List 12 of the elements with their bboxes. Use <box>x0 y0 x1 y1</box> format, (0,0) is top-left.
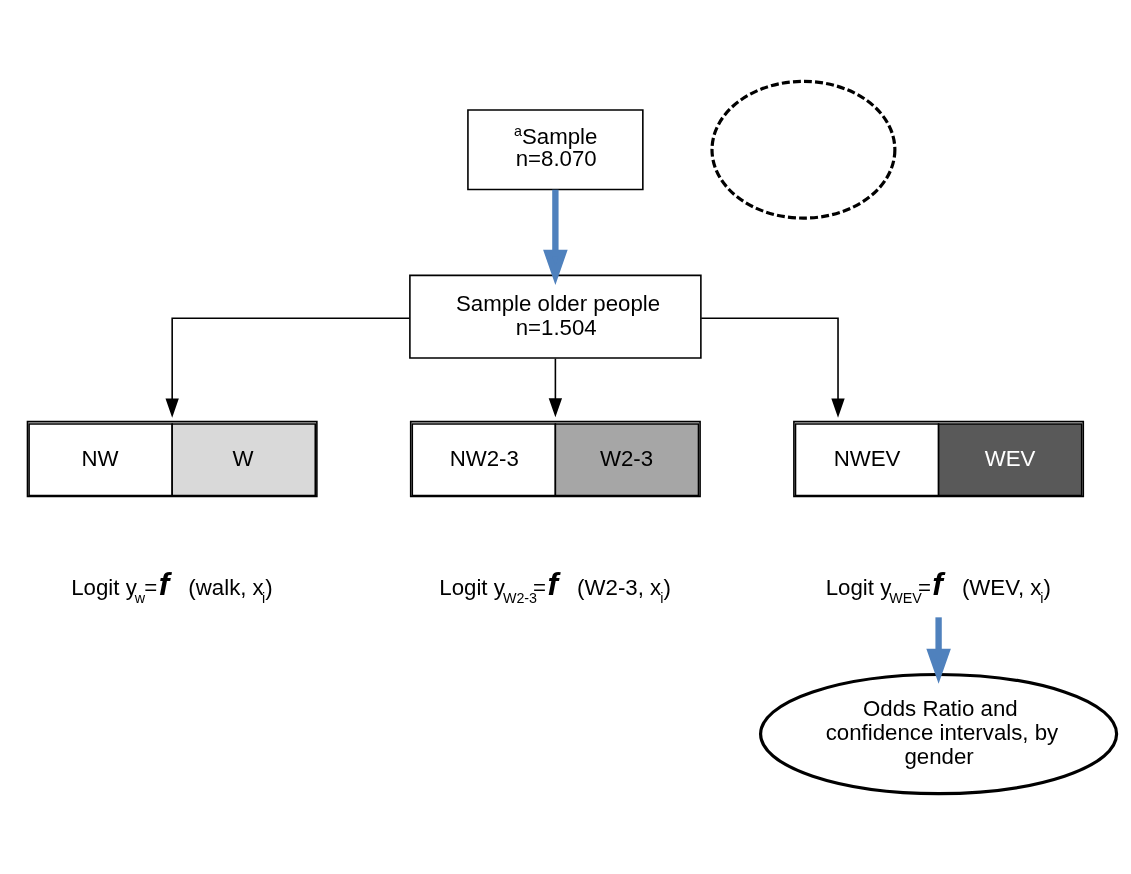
arrow <box>700 316 845 418</box>
arrow <box>548 357 563 417</box>
node-circle <box>710 79 897 220</box>
node-text: Logit y$_{w}$=f (walk, x$_{i}$) <box>71 565 273 606</box>
arrow <box>926 616 951 684</box>
arrow <box>165 316 411 418</box>
node-text: Logit y$_{W2-3}$=f (W2-3, x$_{i}$) <box>439 565 671 606</box>
node-box: $^{a}$Sample n=8.070 <box>467 108 644 190</box>
arrow <box>543 189 568 285</box>
node-text: Logit y$_{WEV}$=f (WEV, x$_{i}$) <box>825 565 1051 606</box>
node-box: Sample older people n=1.504 <box>409 274 702 359</box>
node-ellipse: Odds Ratio and confidence intervals, by gender <box>759 672 1119 795</box>
